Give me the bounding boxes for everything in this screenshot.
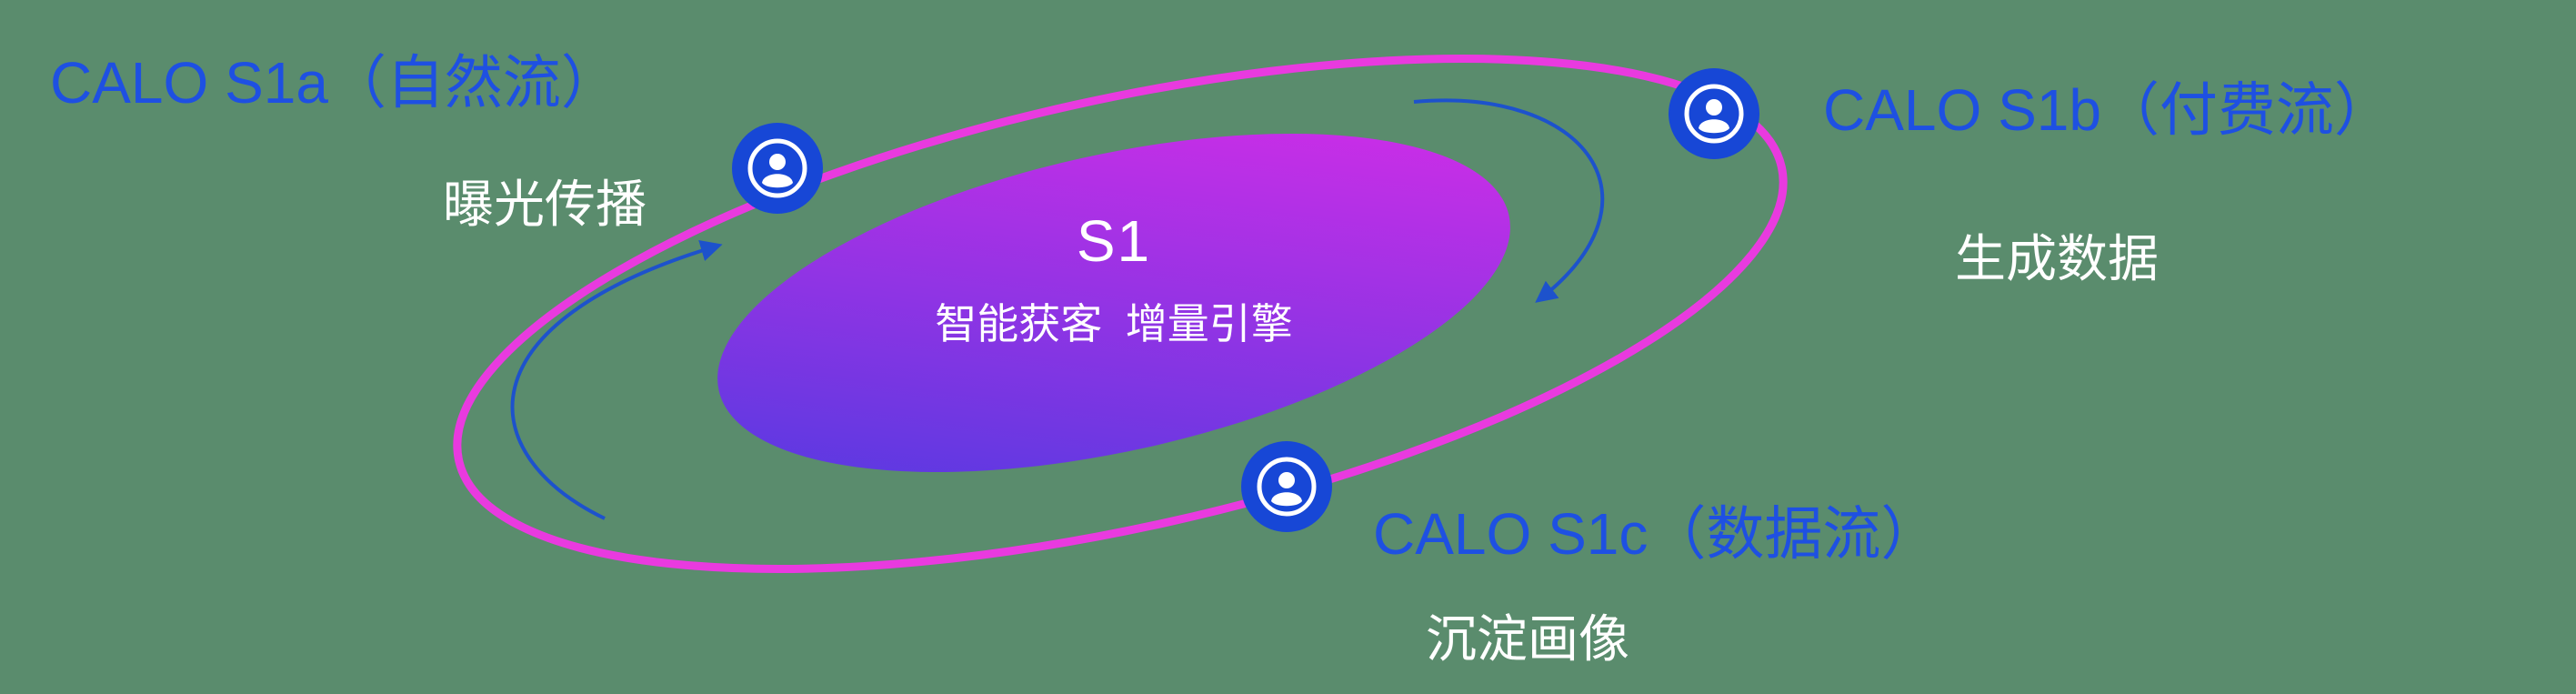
label-s1b-subtitle: 生成数据: [1955, 230, 2159, 287]
user-icon: [1684, 84, 1744, 144]
user-icon: [747, 138, 807, 198]
node-s1a: [732, 123, 823, 214]
core-title: S1: [1076, 208, 1152, 274]
flow-arrow-right: [1413, 98, 1605, 303]
core-label-group: S1 智能获客 增量引擎: [750, 207, 1478, 351]
node-s1c: [1241, 441, 1332, 532]
label-s1c-subtitle: 沉淀画像: [1426, 610, 1629, 668]
label-s1a-subtitle: 曝光传播: [443, 176, 647, 233]
label-s1a-title: CALO S1a（自然流）: [50, 50, 619, 116]
core-ellipse: [717, 133, 1510, 473]
label-s1c-title: CALO S1c（数据流）: [1373, 501, 1940, 567]
core-subtitle: 智能获客 增量引擎: [935, 300, 1293, 347]
node-s1b: [1669, 68, 1759, 159]
flow-arrow-left: [510, 239, 723, 520]
user-icon: [1257, 457, 1317, 517]
label-s1b-title: CALO S1b（付费流）: [1823, 77, 2392, 143]
orbit-ring: [453, 55, 1788, 573]
